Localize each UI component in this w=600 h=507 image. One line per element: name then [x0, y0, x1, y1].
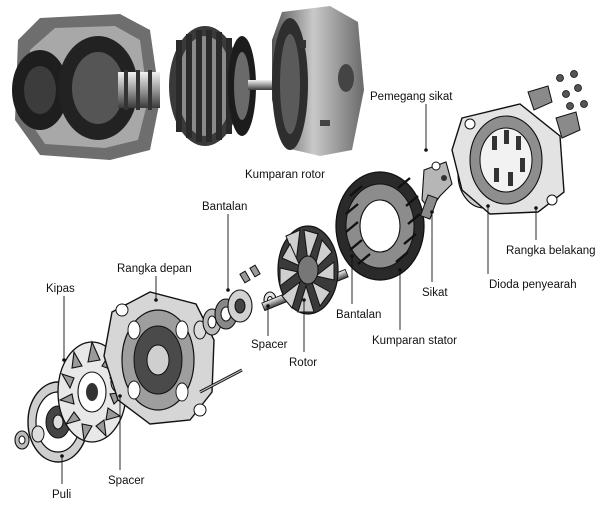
label-rotor: Rotor	[289, 357, 317, 369]
part-terminal-hardware	[527, 70, 588, 139]
label-bantalan-mid: Bantalan	[336, 309, 381, 321]
label-rangka-belakang: Rangka belakang	[506, 245, 596, 257]
label-kipas: Kipas	[46, 283, 75, 295]
part-rear-housing	[451, 103, 565, 215]
part-nut-washer	[14, 425, 45, 450]
top-photo-rear-housing	[272, 6, 364, 156]
label-sikat: Sikat	[422, 287, 448, 299]
labels: Kumparan rotor Pemegang sikat Bantalan R…	[46, 91, 596, 501]
part-brush-holder	[419, 161, 453, 220]
top-photo-stator-assembly	[169, 26, 288, 146]
top-photo-front-housing	[12, 14, 160, 160]
part-front-housing	[103, 291, 243, 425]
label-dioda-penyearah: Dioda penyearah	[489, 279, 577, 291]
label-puli: Puli	[52, 489, 71, 501]
label-spacer-bottom: Spacer	[108, 475, 145, 487]
label-bantalan-top: Bantalan	[202, 201, 247, 213]
label-kumparan-stator: Kumparan stator	[372, 335, 457, 347]
leader-lines	[60, 104, 538, 484]
label-spacer-mid: Spacer	[251, 339, 288, 351]
label-kumparan-rotor: Kumparan rotor	[245, 169, 325, 181]
part-rotor	[261, 225, 349, 315]
part-bearing-front	[193, 289, 253, 340]
part-screws	[239, 264, 261, 284]
label-pemegang-sikat: Pemegang sikat	[370, 91, 453, 103]
part-stator	[335, 171, 425, 281]
label-rangka-depan: Rangka depan	[117, 263, 192, 275]
